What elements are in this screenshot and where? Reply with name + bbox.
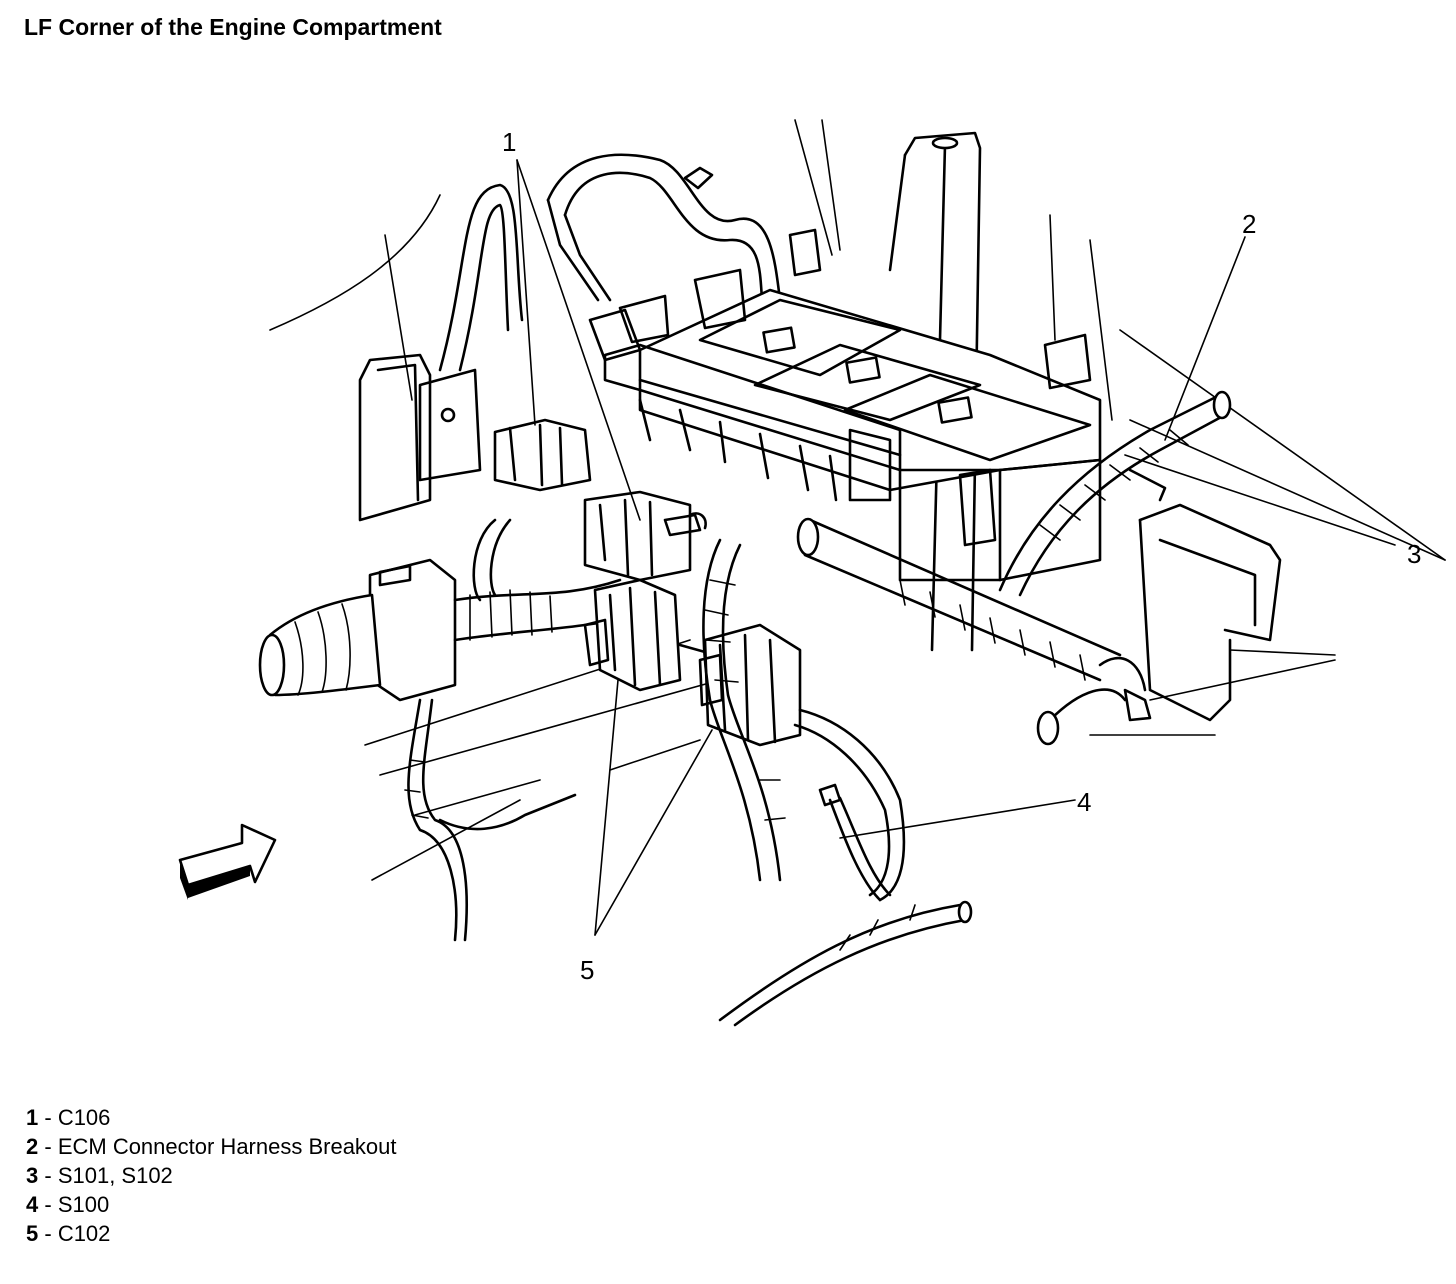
legend-number: 5 xyxy=(26,1221,39,1246)
legend-text: S101, S102 xyxy=(57,1163,173,1188)
legend-item: 2 - ECM Connector Harness Breakout xyxy=(26,1132,397,1161)
callout-labels: 1 2 3 4 5 xyxy=(502,127,1421,985)
legend-separator: - xyxy=(38,1134,58,1159)
upper-harness-loop xyxy=(546,153,782,302)
legend-text: C106 xyxy=(57,1105,111,1130)
bottom-harness-s100 xyxy=(702,538,973,1027)
legend: 1 - C106 2 - ECM Connector Harness Break… xyxy=(26,1103,397,1248)
legend-number: 1 xyxy=(26,1105,39,1130)
legend-number: 3 xyxy=(26,1163,39,1188)
callout-3: 3 xyxy=(1407,539,1421,569)
left-heavy-harness xyxy=(258,518,642,942)
legend-item: 1 - C106 xyxy=(26,1103,397,1132)
callout-2: 2 xyxy=(1242,209,1256,239)
legend-item: 3 - S101, S102 xyxy=(26,1161,397,1190)
legend-separator: - xyxy=(38,1192,58,1217)
background-body-lines xyxy=(269,119,1446,881)
legend-separator: - xyxy=(38,1105,58,1130)
legend-item: 4 - S100 xyxy=(26,1190,397,1219)
c102-connectors xyxy=(583,578,802,747)
right-side-bracket xyxy=(1128,468,1282,722)
callout-leaders xyxy=(516,159,1396,936)
legend-text: S100 xyxy=(57,1192,110,1217)
view-direction-arrow xyxy=(178,823,277,900)
callout-5: 5 xyxy=(580,955,594,985)
legend-text: ECM Connector Harness Breakout xyxy=(57,1134,397,1159)
diagram-title: LF Corner of the Engine Compartment xyxy=(24,14,442,40)
callout-1: 1 xyxy=(502,127,516,157)
callout-4: 4 xyxy=(1077,787,1091,817)
legend-text: C102 xyxy=(57,1221,111,1246)
left-harness-loop xyxy=(358,183,524,522)
legend-separator: - xyxy=(38,1163,58,1188)
legend-item: 5 - C102 xyxy=(26,1219,397,1248)
main-wiring-harness xyxy=(796,390,1232,746)
legend-separator: - xyxy=(38,1221,58,1246)
legend-number: 2 xyxy=(26,1134,39,1159)
c106-connectors xyxy=(493,418,707,582)
underhood-fuse-block xyxy=(588,228,1102,582)
legend-number: 4 xyxy=(26,1192,39,1217)
